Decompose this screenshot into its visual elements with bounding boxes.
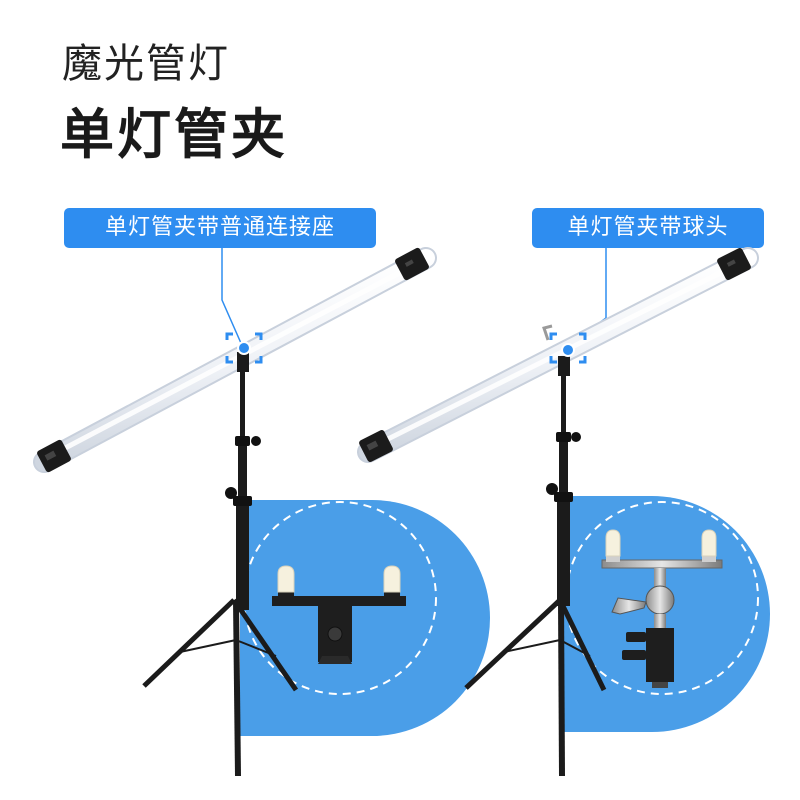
ball-joint bbox=[645, 585, 675, 615]
left-callout-leader bbox=[221, 248, 245, 351]
left-stand-knob bbox=[225, 487, 237, 499]
left-inset-panel bbox=[240, 500, 490, 736]
left-tripod-brace bbox=[179, 639, 237, 653]
right-light-tube bbox=[357, 247, 759, 463]
left-tripod-leg bbox=[231, 598, 299, 692]
right-light-stand bbox=[357, 247, 770, 777]
left-tube-endcap bbox=[37, 439, 71, 473]
right-tripod-brace bbox=[559, 639, 591, 657]
left-stand-collar bbox=[235, 436, 250, 446]
title-accessory: 单灯管夹 bbox=[60, 103, 288, 166]
right-stand-knob bbox=[571, 432, 581, 442]
right-tripod-leg bbox=[557, 598, 607, 692]
right-stand-collar bbox=[556, 432, 571, 442]
left-tube-endcap bbox=[395, 247, 429, 281]
left-stand-pole bbox=[240, 368, 245, 464]
right-tripod-leg bbox=[464, 598, 562, 690]
left-tripod-brace bbox=[235, 639, 277, 657]
left-tripod-leg bbox=[233, 599, 241, 777]
left-tripod-leg bbox=[142, 598, 236, 688]
right-stand-knob bbox=[546, 483, 558, 495]
left-stand-pole bbox=[236, 500, 249, 610]
right-stand-pole bbox=[559, 436, 568, 500]
left-focus-marker bbox=[225, 332, 263, 364]
right-tube-endcap bbox=[359, 429, 393, 463]
left-stand-collar bbox=[233, 496, 252, 506]
left-stand-pole bbox=[238, 440, 247, 504]
right-tripod-leg bbox=[558, 599, 565, 777]
left-light-tube bbox=[33, 247, 437, 473]
right-tube-clamp bbox=[558, 356, 570, 376]
right-ball-head-lever bbox=[542, 324, 553, 341]
right-clamp-detail bbox=[601, 529, 723, 688]
right-focus-marker bbox=[549, 332, 587, 364]
left-tube-clamp bbox=[237, 352, 249, 372]
right-tube-endcap bbox=[717, 247, 751, 281]
right-stand-pole bbox=[561, 374, 566, 444]
right-stand-pole bbox=[557, 496, 570, 606]
right-tripod-brace bbox=[503, 639, 561, 653]
lock-lever bbox=[611, 597, 647, 615]
title-product: 魔光管灯 bbox=[62, 41, 230, 87]
label-standard-mount-clamp: 单灯管夹带普通连接座 bbox=[64, 208, 376, 248]
left-stand-knob bbox=[251, 436, 261, 446]
left-light-stand bbox=[33, 247, 490, 777]
label-ball-head-clamp: 单灯管夹带球头 bbox=[532, 208, 764, 248]
right-stand-collar bbox=[554, 492, 573, 502]
left-clamp-detail bbox=[272, 565, 406, 664]
